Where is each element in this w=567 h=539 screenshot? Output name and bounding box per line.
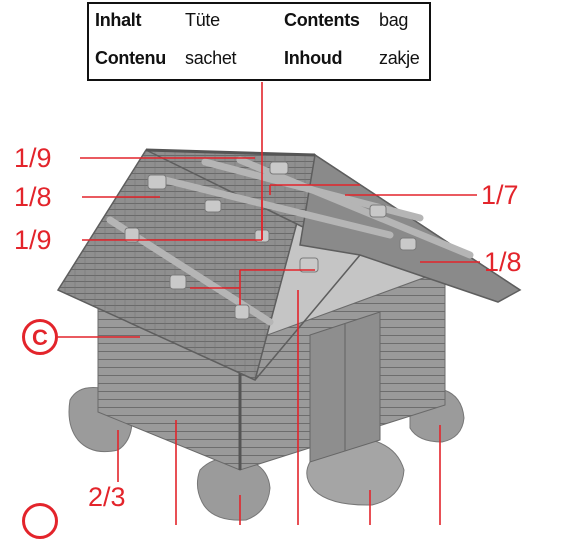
section-badge: C [22, 319, 58, 355]
hut-illustration [56, 82, 522, 525]
next-section-badge [22, 503, 58, 539]
roof-poles [106, 156, 474, 326]
legend-key-fr: Contenu [95, 48, 166, 68]
legend-value-en: bag [379, 10, 409, 30]
legend-key-en: Contents [284, 10, 360, 30]
legend-value-nl: zakje [379, 48, 420, 68]
callout-left-low: 1/9 [14, 225, 52, 255]
callout-right-top: 1/7 [481, 180, 519, 210]
contents-legend: Inhalt Tüte Contents bag Contenu sachet … [87, 2, 431, 81]
legend-value-fr: sachet [185, 48, 237, 68]
callout-foot-left: 2/3 [88, 482, 126, 512]
legend-key-de: Inhalt [95, 10, 142, 30]
assembly-diagram: Inhalt Tüte Contents bag Contenu sachet … [14, 2, 522, 539]
callout-right-low: 1/8 [484, 247, 522, 277]
callout-left-mid: 1/8 [14, 182, 52, 212]
callout-lines [58, 82, 480, 525]
callout-left-top: 1/9 [14, 143, 52, 173]
legend-key-nl: Inhoud [284, 48, 343, 68]
legend-value-de: Tüte [185, 10, 220, 30]
